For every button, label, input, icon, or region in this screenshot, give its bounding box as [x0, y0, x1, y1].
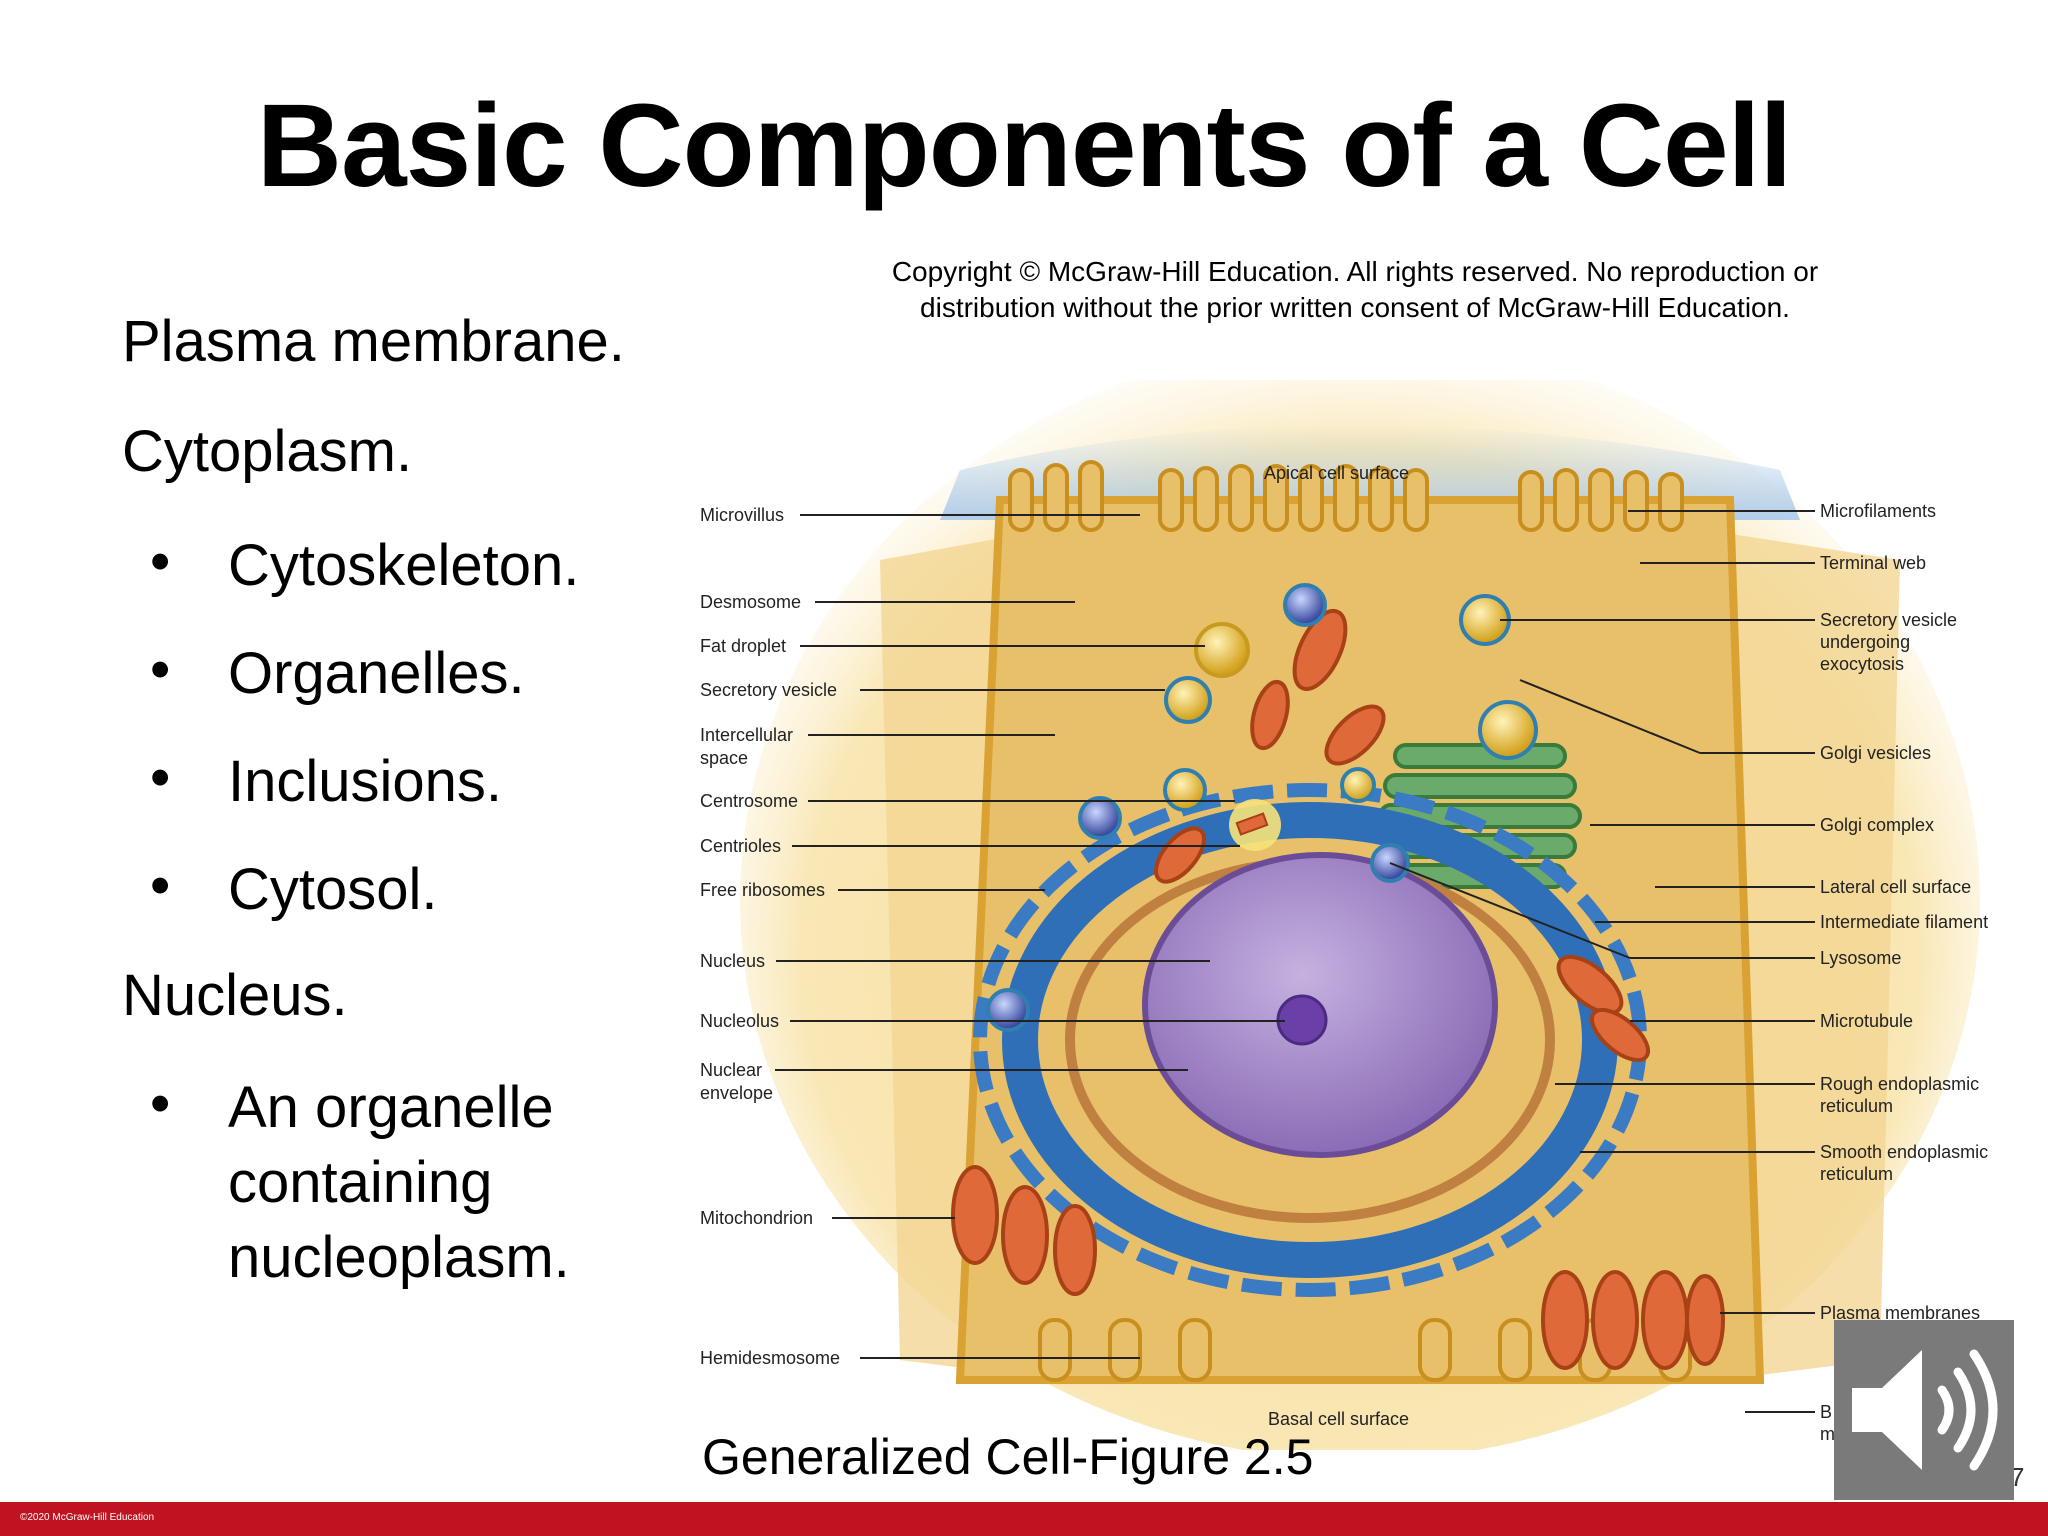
audio-speaker-button[interactable]	[1834, 1320, 2014, 1500]
bullet-dot: •	[150, 745, 171, 810]
bullet-text: Cytosol.	[228, 857, 438, 922]
speaker-volume-icon	[1852, 1349, 1998, 1471]
label-nucleolus: Nucleolus	[700, 1011, 779, 1031]
footer-copyright: ©2020 McGraw-Hill Education	[20, 1512, 155, 1523]
nucleus-desc-line-1: An organelle	[228, 1075, 554, 1140]
label-centrosome: Centrosome	[700, 791, 798, 811]
bullet-dot: •	[150, 853, 171, 918]
label-secretory-exocytosis-1: Secretory vesicle	[1820, 610, 1957, 630]
label-microfilaments: Microfilaments	[1820, 501, 1936, 521]
label-secretory-exocytosis-3: exocytosis	[1820, 654, 1904, 674]
bullet-text: Inclusions.	[228, 749, 503, 814]
label-golgi-complex: Golgi complex	[1820, 815, 1934, 835]
leader-lines	[775, 510, 1815, 1413]
label-rough-er-2: reticulum	[1820, 1096, 1893, 1116]
bullet-nucleus: Nucleus.	[122, 963, 348, 1028]
label-intermediate-filament: Intermediate filament	[1820, 912, 1988, 932]
label-microtubule: Microtubule	[1820, 1011, 1913, 1031]
label-secretory-vesicle: Secretory vesicle	[700, 680, 837, 700]
label-desmosome: Desmosome	[700, 592, 801, 612]
label-rough-er-1: Rough endoplasmic	[1820, 1074, 1979, 1094]
bullet-dot: •	[150, 637, 171, 702]
label-smooth-er-2: reticulum	[1820, 1164, 1893, 1184]
bullet-dot: •	[150, 1071, 171, 1136]
copyright-notice: Copyright © McGraw-Hill Education. All r…	[830, 254, 1880, 326]
label-basement-2: m	[1820, 1424, 1835, 1444]
label-basal-surface: Basal cell surface	[1268, 1409, 1409, 1429]
copyright-line-2: distribution without the prior written c…	[920, 292, 1790, 323]
footer-bar: ©2020 McGraw-Hill Education	[0, 1502, 2048, 1536]
label-golgi-vesicles: Golgi vesicles	[1820, 743, 1931, 763]
bullet-plasma-membrane: Plasma membrane.	[122, 309, 625, 374]
microvilli	[1008, 460, 1684, 532]
label-terminal-web: Terminal web	[1820, 553, 1926, 573]
secretory-vesicles	[1163, 594, 1538, 812]
label-nuclear-envelope-1: Nuclear	[700, 1060, 762, 1080]
label-microvillus: Microvillus	[700, 505, 784, 525]
label-fat-droplet: Fat droplet	[700, 636, 786, 656]
bullet-text: Organelles.	[228, 641, 525, 706]
nucleus-desc-line-3: nucleoplasm.	[228, 1225, 570, 1290]
cell-diagram: Apical cell surface Basal cell surface M…	[700, 380, 1988, 1450]
label-free-ribosomes: Free ribosomes	[700, 880, 825, 900]
label-centrioles: Centrioles	[700, 836, 781, 856]
slide-title: Basic Components of a Cell	[256, 80, 1793, 212]
label-hemidesmosome: Hemidesmosome	[700, 1348, 840, 1368]
mitochondria	[951, 609, 1725, 1370]
bullet-cytoplasm: Cytoplasm.	[122, 419, 413, 484]
label-intercellular-1: Intercellular	[700, 725, 793, 745]
nucleolus	[1276, 994, 1328, 1046]
label-nuclear-envelope-2: envelope	[700, 1083, 773, 1103]
figure-caption: Generalized Cell-Figure 2.5	[702, 1429, 1314, 1485]
bullet-text: An organelle containing nucleoplasm.	[228, 1070, 748, 1295]
nucleus-desc-line-2: containing	[228, 1150, 493, 1215]
bullet-text: Cytoskeleton.	[228, 533, 580, 598]
label-intercellular-2: space	[700, 748, 748, 768]
basal-folds	[1038, 1318, 1692, 1382]
copyright-line-1: Copyright © McGraw-Hill Education. All r…	[891, 256, 1819, 287]
label-smooth-er-1: Smooth endoplasmic	[1820, 1142, 1988, 1162]
label-secretory-exocytosis-2: undergoing	[1820, 632, 1910, 652]
label-plasma-membranes: Plasma membranes	[1820, 1303, 1980, 1323]
label-basement-1: B	[1820, 1402, 1832, 1422]
label-lysosome: Lysosome	[1820, 948, 1901, 968]
bullet-dot: •	[150, 529, 171, 594]
label-mitochondrion: Mitochondrion	[700, 1208, 813, 1228]
label-lateral-surface: Lateral cell surface	[1820, 877, 1971, 897]
label-apical-surface: Apical cell surface	[1264, 463, 1409, 483]
label-nucleus: Nucleus	[700, 951, 765, 971]
centrioles	[1235, 812, 1269, 836]
